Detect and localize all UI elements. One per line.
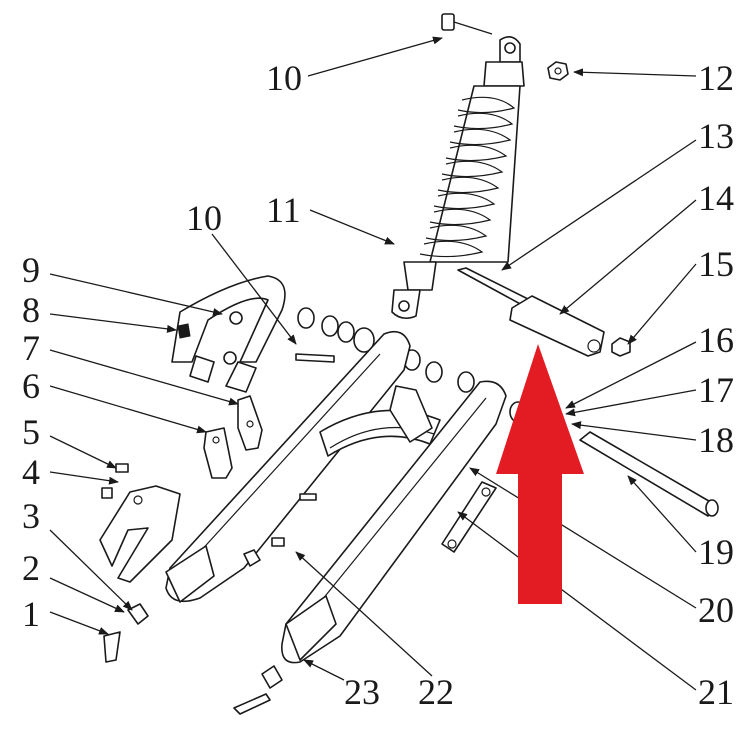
leader-lines xyxy=(49,36,697,691)
plate-6 xyxy=(203,427,233,479)
callout-7: 7 xyxy=(22,328,40,368)
callout-labels: 1 2 3 4 5 6 7 8 9 10 10 11 12 13 14 15 1… xyxy=(22,58,734,712)
callout-2: 2 xyxy=(22,548,40,588)
axle-19 xyxy=(579,431,719,517)
callout-17: 17 xyxy=(698,370,734,410)
callout-23: 23 xyxy=(344,672,380,712)
callout-13: 13 xyxy=(698,116,734,156)
callout-19: 19 xyxy=(698,532,734,572)
swingarm-frame xyxy=(165,330,507,664)
shock-absorber xyxy=(391,36,525,320)
callout-22: 22 xyxy=(418,672,454,712)
callout-9: 9 xyxy=(22,250,40,290)
callout-10-top: 10 xyxy=(266,58,302,98)
bushings-left xyxy=(295,307,375,363)
pin-13 xyxy=(457,267,531,307)
plate-7 xyxy=(237,395,263,451)
callout-1: 1 xyxy=(22,594,40,634)
bolt-8 xyxy=(177,323,191,339)
callout-14: 14 xyxy=(698,178,734,218)
callout-8: 8 xyxy=(22,290,40,330)
callout-5: 5 xyxy=(22,412,40,452)
callout-11: 11 xyxy=(266,190,301,230)
bolt-top xyxy=(441,13,493,35)
nut-top xyxy=(547,61,569,81)
callout-12: 12 xyxy=(698,58,734,98)
nut-15 xyxy=(611,337,631,357)
callout-15: 15 xyxy=(698,244,734,284)
callout-16: 16 xyxy=(698,320,734,360)
bracket-4 xyxy=(99,485,181,583)
small-hardware xyxy=(101,463,317,715)
callout-4: 4 xyxy=(22,452,40,492)
callout-10-left: 10 xyxy=(186,198,222,238)
callout-18: 18 xyxy=(698,420,734,460)
callout-21: 21 xyxy=(698,672,734,712)
callout-3: 3 xyxy=(22,496,40,536)
highlight-arrow xyxy=(496,344,584,604)
callout-6: 6 xyxy=(22,366,40,406)
chain-slider-21 xyxy=(441,481,497,553)
strap-9 xyxy=(171,275,286,393)
bracket-14 xyxy=(509,295,605,357)
callout-20: 20 xyxy=(698,590,734,630)
